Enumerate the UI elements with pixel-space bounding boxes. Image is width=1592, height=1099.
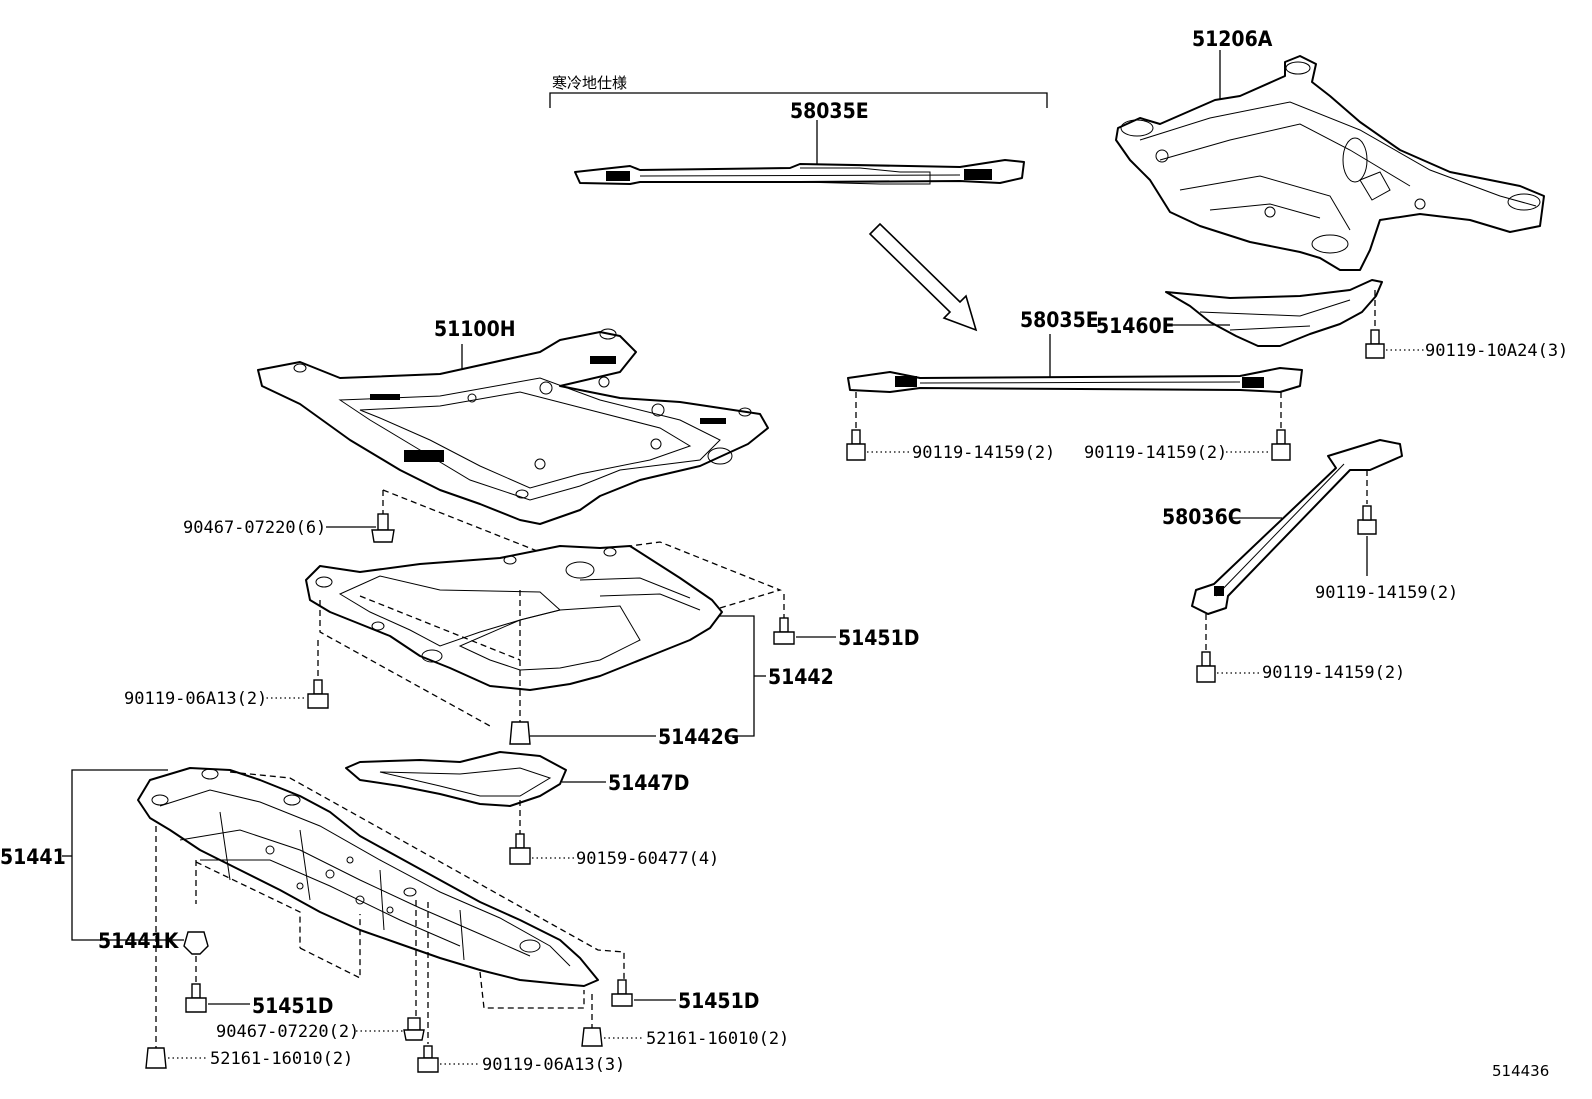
screw-cover-right[interactable]: 51451D [773,594,919,650]
front-under-cover-51441[interactable] [137,767,625,1048]
engine-under-cover-51442[interactable] [305,541,782,727]
clip-front-member[interactable]: 90467-07220(6) [183,489,561,561]
label-52161-16010-a[interactable]: 52161-16010(2) [646,1029,789,1049]
label-51441K[interactable]: 51441K [98,929,180,953]
leader-51441: 51441 [0,769,184,941]
cold-spec-note: 寒冷地仕様 [552,74,627,92]
label-51460E[interactable]: 51460E [1096,314,1175,338]
label-58036C[interactable]: 58036C [1162,505,1242,529]
label-90119-10A24[interactable]: 90119-10A24(3) [1425,341,1568,361]
label-58035E-cold[interactable]: 58035E [790,99,869,123]
brace-58035E[interactable]: 58035E [847,308,1303,393]
bolt-brace-right[interactable]: 90119-14159(2) [1084,392,1291,463]
screw-front-left[interactable]: 51451D [185,956,333,1018]
label-90159-60477[interactable]: 90159-60477(4) [576,849,719,869]
label-51442G[interactable]: 51442G [658,725,739,749]
brace-58035E-cold[interactable] [574,159,1025,185]
label-90119-14159-b[interactable]: 90119-14159(2) [1084,443,1227,463]
label-90119-06A13-b[interactable]: 90119-06A13(3) [482,1055,625,1075]
label-90467-07220-a[interactable]: 90467-07220(6) [183,518,326,538]
label-51451D-a[interactable]: 51451D [838,626,919,650]
leader-51442: 51442 [718,615,834,737]
label-52161-16010-b[interactable]: 52161-16010(2) [210,1049,353,1069]
direction-arrow [868,222,978,332]
label-51441[interactable]: 51441 [0,845,66,869]
label-51442[interactable]: 51442 [768,665,834,689]
label-51206A[interactable]: 51206A [1192,27,1273,51]
nut-front-left[interactable]: 52161-16010(2) [145,1047,353,1069]
cold-spec-group: 寒冷地仕様 58035E [549,74,1048,185]
label-90119-14159-c[interactable]: 90119-14159(2) [1315,583,1458,603]
screw-front-right[interactable]: 51451D [611,979,759,1013]
front-crossmember-51100H[interactable]: 51100H [257,317,769,525]
screw-cover-sub[interactable]: 90159-60477(4) [509,800,719,869]
label-90119-14159-a[interactable]: 90119-14159(2) [912,443,1055,463]
brace-58036C[interactable]: 58036C [1162,439,1403,615]
bolt-brace-left[interactable]: 90119-14159(2) [846,392,1055,463]
bolt-cover-left[interactable]: 90119-06A13(2) [124,640,329,709]
rear-crossmember-51206A[interactable]: 51206A [1115,27,1545,271]
label-51447D[interactable]: 51447D [608,771,689,795]
nut-front-right[interactable]: 52161-16010(2) [581,1027,789,1049]
bolt-brace-side-upper[interactable]: 90119-14159(2) [1315,470,1458,603]
sub-cover-51447D[interactable]: 51447D [345,751,689,807]
bolt-brace-side-lower[interactable]: 90119-14159(2) [1196,614,1405,683]
bolt-rear-cover[interactable]: 90119-10A24(3) [1365,290,1568,361]
clip-front-under-2[interactable]: 90467-07220(2) [216,1017,425,1042]
clip-cover-51442G[interactable]: 51442G [509,721,739,749]
label-51451D-b[interactable]: 51451D [252,994,333,1018]
label-90119-14159-d[interactable]: 90119-14159(2) [1262,663,1405,683]
clip-front-under-51441K[interactable]: 51441K [98,929,209,955]
label-90467-07220-b[interactable]: 90467-07220(2) [216,1022,359,1042]
figure-id: 514436 [1492,1062,1549,1080]
rear-cover-51460E[interactable]: 51460E [1096,279,1383,347]
bolt-front-bottom[interactable]: 90119-06A13(3) [417,1045,625,1075]
label-58035E[interactable]: 58035E [1020,308,1099,332]
label-51100H[interactable]: 51100H [434,317,516,341]
label-90119-06A13-a[interactable]: 90119-06A13(2) [124,689,267,709]
label-51451D-c[interactable]: 51451D [678,989,759,1013]
